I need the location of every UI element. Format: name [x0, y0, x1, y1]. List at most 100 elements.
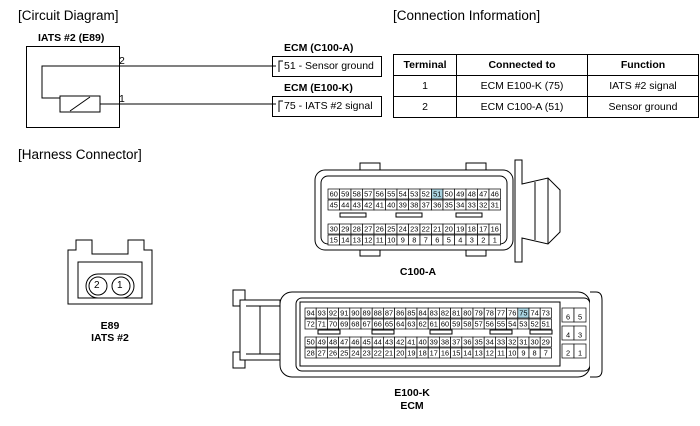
c100a-pin-number: 53 [410, 190, 418, 199]
c100a-pin-number: 47 [479, 190, 487, 199]
e100k-pin-number: 83 [430, 309, 438, 318]
e100k-pin-number: 33 [497, 338, 505, 347]
wire-2-number: 2 [119, 55, 125, 67]
sensor-title: IATS #2 (E89) [38, 32, 105, 44]
e100k-pin-number: 22 [374, 349, 382, 358]
c100a-pin-number: 25 [387, 225, 395, 234]
c100a-pin-number: 18 [468, 225, 476, 234]
e100k-pin-number: 23 [362, 349, 370, 358]
ecm-a-pin-label: - Sensor ground [295, 60, 374, 72]
e100k-pin-number: 54 [508, 320, 516, 329]
c100a-pin-number: 33 [468, 201, 476, 210]
e100k-pin-number: 27 [318, 349, 326, 358]
e100k-pin-cell [539, 318, 552, 330]
e100k-pin-number: 49 [318, 338, 326, 347]
c100a-pin-number: 42 [364, 201, 372, 210]
table-cell: 1 [393, 75, 457, 97]
c100a-pin-number: 26 [376, 225, 384, 234]
e100k-pin-number: 18 [418, 349, 426, 358]
c100a-pin-number: 14 [341, 236, 349, 245]
connection-table: Terminal Connected to Function 1 ECM E10… [393, 54, 699, 118]
e100k-pin-number: 70 [329, 320, 337, 329]
table-header: Terminal [393, 54, 457, 76]
c100a-pin-number: 52 [422, 190, 430, 199]
e100k-pin-number: 8 [533, 349, 537, 358]
e100k-pin-number: 25 [340, 349, 348, 358]
e100k-pin-number: 28 [306, 349, 314, 358]
e100k-pin-number: 85 [407, 309, 415, 318]
table-header-row: Terminal Connected to Function [393, 54, 699, 76]
e100k-pin-number: 34 [486, 338, 494, 347]
e100k-side-pin-cell [573, 307, 587, 323]
e100k-pin-number: 80 [463, 309, 471, 318]
e100k-pin-number: 60 [441, 320, 449, 329]
table-header: Function [587, 54, 699, 76]
e100k-pin-number: 61 [430, 320, 438, 329]
c100a-pin-number: 41 [376, 201, 384, 210]
c100a-pin-number: 11 [376, 236, 384, 245]
e100k-pin-number: 35 [474, 338, 482, 347]
e100k-pin-number: 21 [385, 349, 393, 358]
e100k-pin-number: 92 [329, 309, 337, 318]
c100a-pin-number: 24 [399, 225, 407, 234]
e100k-pin-number: 14 [463, 349, 471, 358]
c100a-pin-cell [488, 223, 501, 235]
e100k-pin-number: 67 [362, 320, 370, 329]
e100k-pin-cell [539, 347, 552, 359]
e89-pin-1-label: 1 [117, 280, 123, 291]
e100k-pin-number: 19 [407, 349, 415, 358]
c100a-pin-number: 9 [401, 236, 405, 245]
e100k-pin-number: 10 [508, 349, 516, 358]
c100a-pin-number: 54 [399, 190, 407, 199]
ecm-k-pin-label: - IATS #2 signal [295, 100, 373, 112]
e100k-pin-number: 62 [418, 320, 426, 329]
c100a-pin-number: 15 [330, 236, 338, 245]
e100k-pin-number: 37 [452, 338, 460, 347]
c100a-pin-number: 48 [468, 190, 476, 199]
e100k-pin-number: 65 [385, 320, 393, 329]
e100k-pin-number: 89 [362, 309, 370, 318]
c100a-pin-number: 4 [458, 236, 462, 245]
c100a-pin-number: 28 [353, 225, 361, 234]
c100a-pin-number: 1 [493, 236, 497, 245]
table-header: Connected to [456, 54, 588, 76]
e100k-pin-number: 55 [497, 320, 505, 329]
e100k-pin-number: 58 [463, 320, 471, 329]
e100k-pin-number: 11 [497, 349, 505, 358]
e100k-pin-number: 68 [351, 320, 359, 329]
ecm-k-box [272, 96, 382, 117]
e100k-pin-number: 52 [530, 320, 538, 329]
e100k-pin-number: 91 [340, 309, 348, 318]
c100a-pin-number: 50 [445, 190, 453, 199]
c100a-pin-number: 2 [481, 236, 485, 245]
e100k-pin-number: 38 [441, 338, 449, 347]
c100a-pin-number: 5 [447, 236, 451, 245]
e100k-pin-number: 93 [318, 309, 326, 318]
c100a-pin-number: 29 [341, 225, 349, 234]
e100k-side-pin-cell [573, 343, 587, 359]
c100a-pin-number: 16 [491, 225, 499, 234]
e100k-side-pin-number: 4 [566, 331, 570, 340]
e100k-pin-cell [539, 307, 552, 319]
e100k-pin-number: 64 [396, 320, 404, 329]
table-row: 1 ECM E100-K (75) IATS #2 signal [393, 75, 699, 97]
e100k-pin-number: 13 [474, 349, 482, 358]
e100k-pin-number: 73 [542, 309, 550, 318]
ecm-k-title: ECM (E100-K) [284, 82, 353, 94]
ecm-a-title: ECM (C100-A) [284, 42, 354, 54]
e100k-pin-number: 86 [396, 309, 404, 318]
e100k-pin-number: 50 [306, 338, 314, 347]
ecm-a-pin-num: 51 [284, 60, 296, 72]
e100k-side-pin-number: 1 [578, 349, 582, 358]
table-cell: ECM E100-K (75) [456, 75, 588, 97]
c100a-caption: C100-A [399, 266, 437, 278]
c100a-pin-number: 10 [387, 236, 395, 245]
c100a-pin-number: 6 [435, 236, 439, 245]
wire-1-number: 1 [119, 93, 125, 105]
e89-connector [67, 239, 153, 305]
e100k-pin-number: 32 [508, 338, 516, 347]
